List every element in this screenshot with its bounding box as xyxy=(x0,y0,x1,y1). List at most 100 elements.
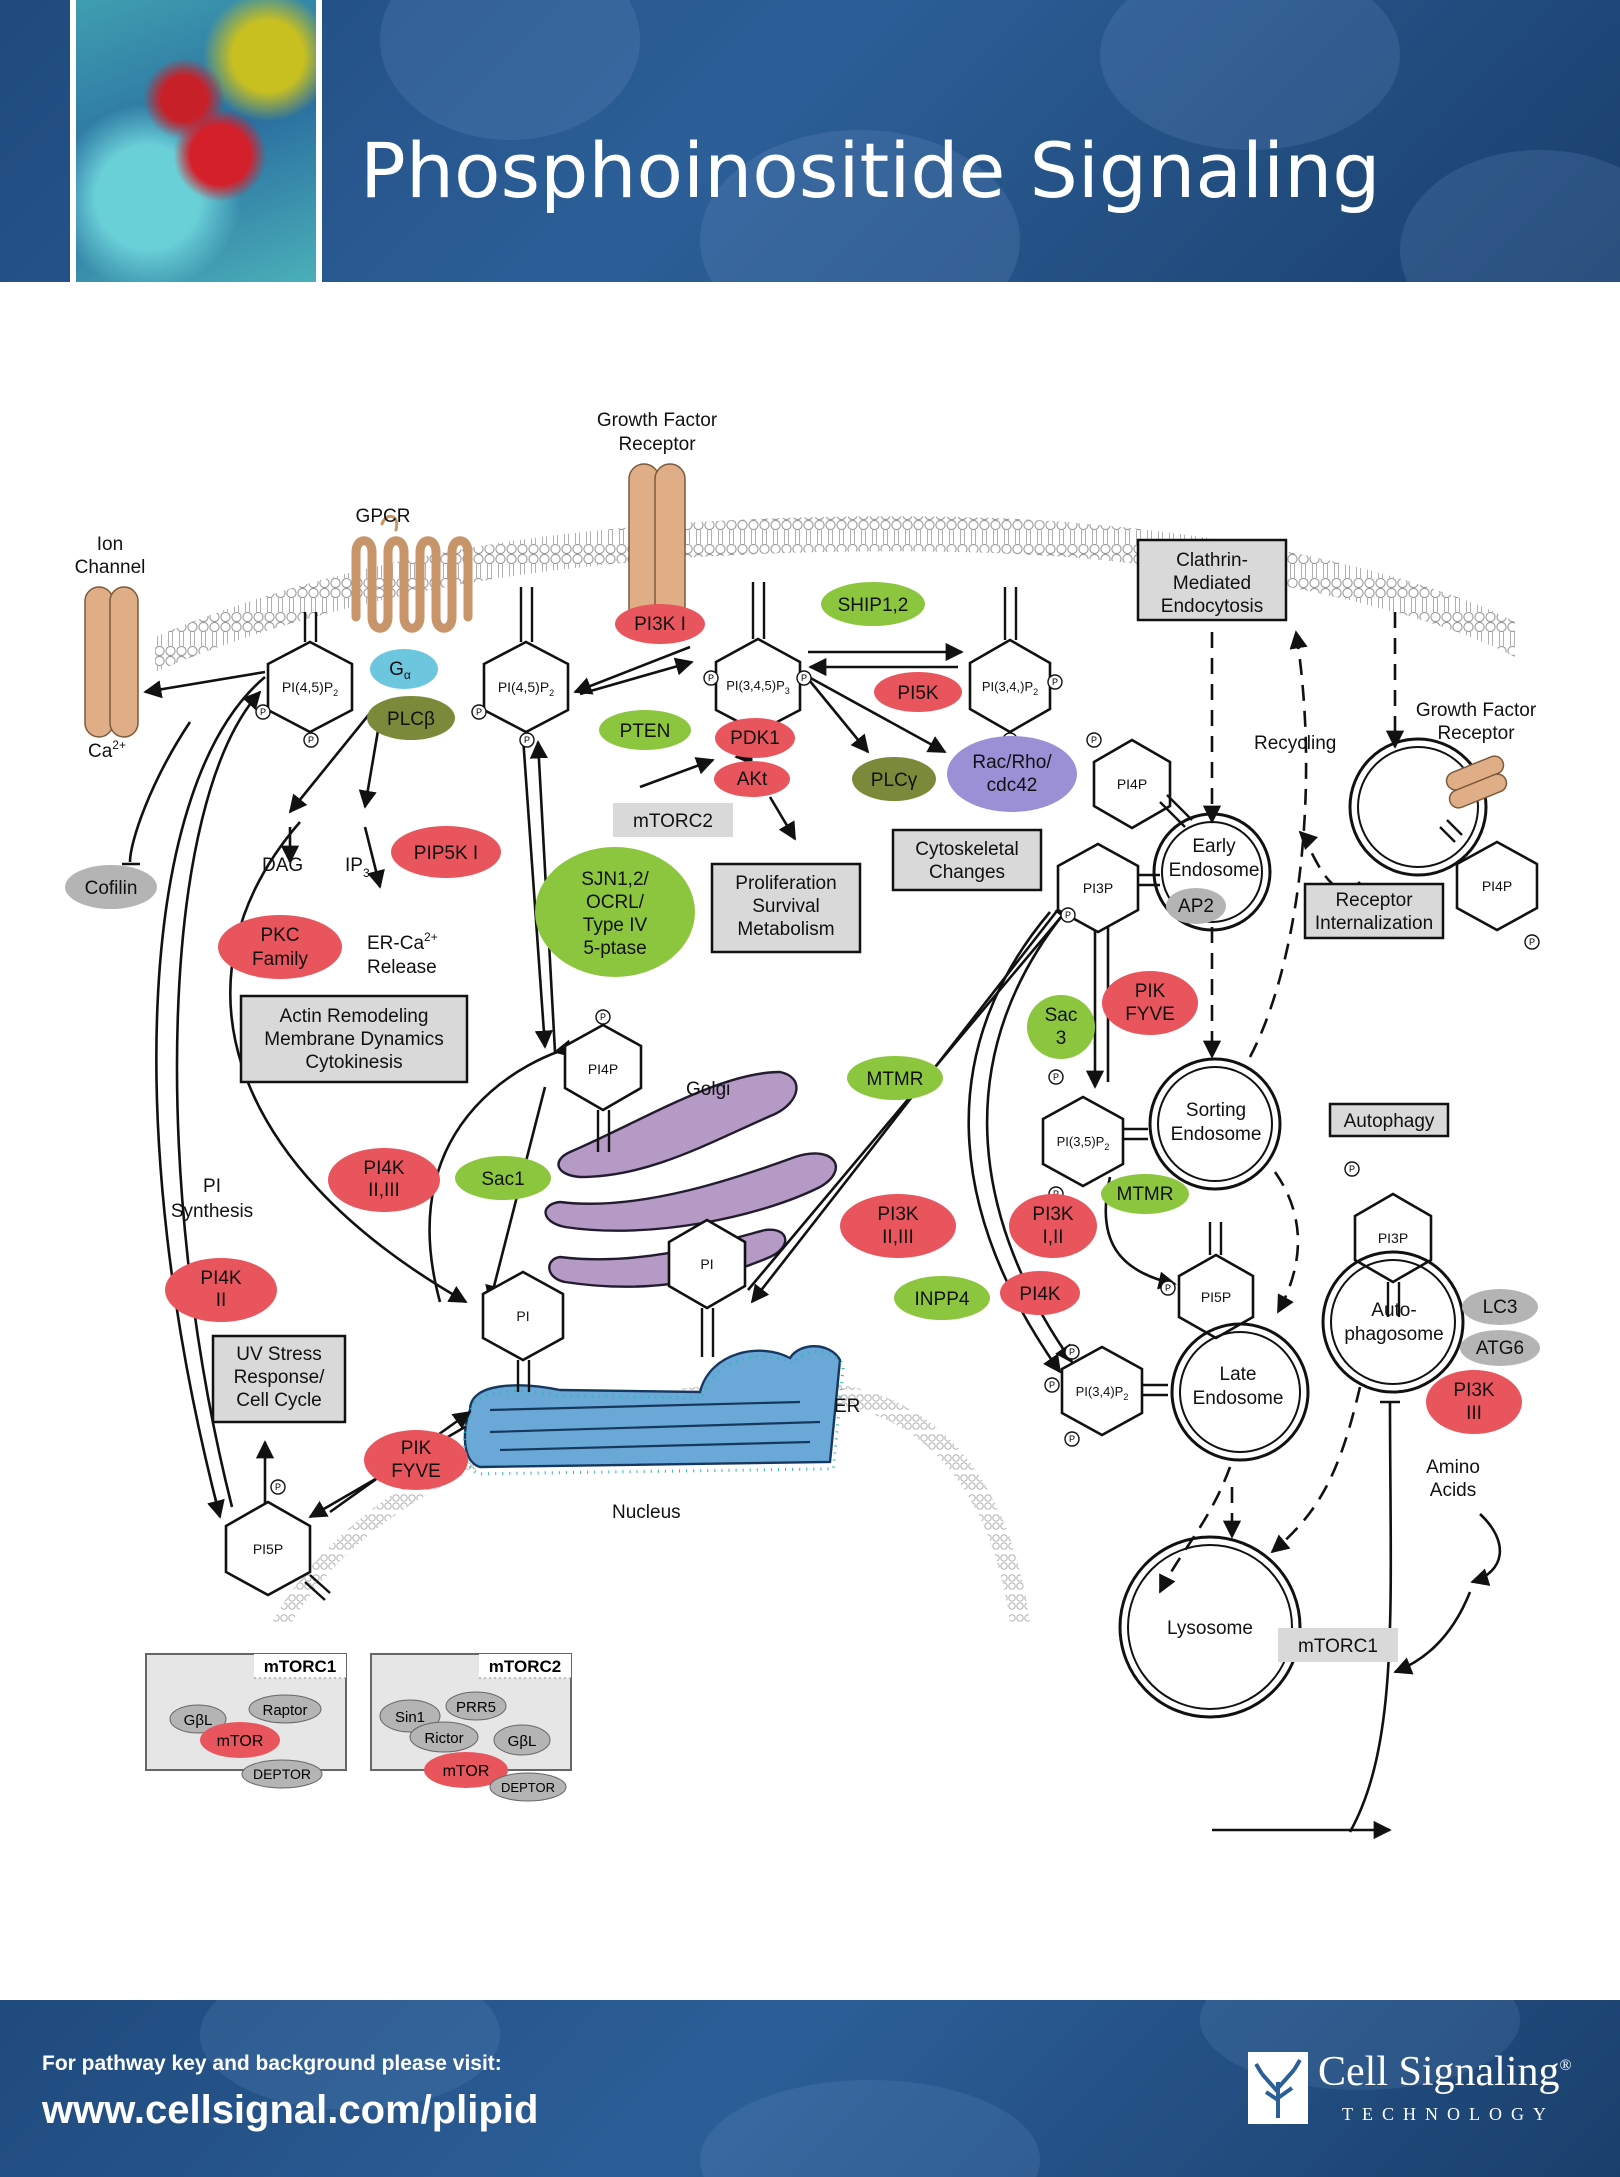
early-endosome-label: Endosome xyxy=(1169,860,1260,881)
pi3p-label: PI3P xyxy=(1083,880,1113,896)
svg-text:UV Stress: UV Stress xyxy=(236,1344,322,1365)
mtorc1-title: mTORC1 xyxy=(264,1657,336,1676)
svg-text:I,II: I,II xyxy=(1042,1227,1063,1248)
svg-text:Gα: Gα xyxy=(389,659,411,682)
pi45p2-mid-hexagon xyxy=(482,640,570,734)
pi5p-right-hexagon xyxy=(1177,1253,1255,1340)
mtorc1-lysosome-node: mTORC1 xyxy=(1278,1628,1398,1662)
svg-text:PIK: PIK xyxy=(1135,981,1166,1002)
pi4p-label: PI4P xyxy=(1482,878,1512,894)
deptor-label: DEPTOR xyxy=(253,1766,311,1782)
compartments xyxy=(1118,737,1488,1719)
gbl-label: GβL xyxy=(184,1712,213,1729)
svg-text:PI4K: PI4K xyxy=(363,1158,405,1179)
svg-text:Metabolism: Metabolism xyxy=(737,919,834,940)
svg-text:PI3K: PI3K xyxy=(1453,1380,1495,1401)
svg-text:SJN1,2/: SJN1,2/ xyxy=(581,869,649,890)
akt-node: AKt xyxy=(714,761,790,797)
pi4p-label: PI4P xyxy=(588,1061,618,1077)
header-banner: Phosphoinositide Signaling xyxy=(0,0,1620,282)
rictor-label: Rictor xyxy=(424,1730,463,1747)
svg-text:PI5K: PI5K xyxy=(897,683,939,704)
growth-factor-receptor-label: Receptor xyxy=(618,434,696,455)
growth-factor-receptor-right-label: Growth Factor xyxy=(1416,700,1537,721)
pi345p3-label: PI(3,4,5)P3 xyxy=(726,678,790,696)
svg-text:P: P xyxy=(1053,1072,1059,1082)
svg-text:PLCβ: PLCβ xyxy=(387,709,435,730)
svg-text:cdc42: cdc42 xyxy=(987,775,1038,796)
pi-label: PI xyxy=(516,1308,529,1324)
plipid-url-link[interactable]: www.cellsignal.com/plipid xyxy=(42,2088,539,2132)
late-endosome-label: Endosome xyxy=(1193,1388,1284,1409)
gpcr-label: GPCR xyxy=(356,506,411,527)
pi5p-label: PI5P xyxy=(253,1541,283,1557)
lysosome-label: Lysosome xyxy=(1167,1618,1253,1639)
pi34p2-label: PI(3,4,)P2 xyxy=(982,679,1038,697)
svg-text:Internalization: Internalization xyxy=(1315,913,1433,934)
svg-text:Autophagy: Autophagy xyxy=(1344,1111,1435,1132)
ion-channel xyxy=(84,586,139,738)
pi34p2-label: PI(3,4)P2 xyxy=(1076,1384,1129,1402)
pi3p-auto-hexagon xyxy=(1353,1192,1433,1284)
ion-channel-label: Channel xyxy=(75,557,146,578)
svg-text:mTORC1: mTORC1 xyxy=(1298,1636,1378,1657)
gbl-label: GβL xyxy=(508,1733,537,1750)
svg-text:ATG6: ATG6 xyxy=(1476,1338,1524,1359)
calcium-label: Ca2+ xyxy=(88,738,126,762)
svg-text:PLCγ: PLCγ xyxy=(871,770,918,791)
page-title: Phosphoinositide Signaling xyxy=(360,126,1381,215)
svg-text:Type IV: Type IV xyxy=(583,915,648,936)
pi35p2-label: PI(3,5)P2 xyxy=(1057,1134,1110,1152)
rac-node: Rac/Rho/cdc42 xyxy=(947,736,1077,812)
mtorc2-mid-node: mTORC2 xyxy=(613,803,733,837)
amino-acids-label: Acids xyxy=(1430,1480,1476,1501)
svg-text:INPP4: INPP4 xyxy=(915,1289,970,1310)
svg-text:Rac/Rho/: Rac/Rho/ xyxy=(972,752,1052,773)
svg-text:Endocytosis: Endocytosis xyxy=(1161,596,1263,617)
mtmr-mid-node: MTMR xyxy=(847,1056,943,1100)
pdk1-node: PDK1 xyxy=(715,718,795,758)
mtor-label: mTOR xyxy=(217,1733,264,1750)
svg-text:PI4K: PI4K xyxy=(1019,1284,1061,1305)
amino-acid-arrows xyxy=(1393,1513,1502,1675)
pi34p2-top-hexagon xyxy=(968,638,1052,734)
svg-text:Cell Cycle: Cell Cycle xyxy=(236,1390,322,1411)
early-endosome-label: Early xyxy=(1192,836,1236,857)
ip3-label: IP3 xyxy=(345,855,370,880)
pathway-diagram: Growth Factor Receptor GPCR Ion Channel … xyxy=(0,282,1620,2000)
svg-text:P: P xyxy=(1065,910,1071,920)
sorting-endosome-label: Endosome xyxy=(1171,1124,1262,1145)
svg-text:Receptor: Receptor xyxy=(1335,890,1413,911)
svg-text:LC3: LC3 xyxy=(1483,1297,1518,1318)
pi34p2-lower-hexagon xyxy=(1060,1345,1144,1437)
svg-text:PI4K: PI4K xyxy=(200,1268,242,1289)
svg-text:OCRL/: OCRL/ xyxy=(586,892,645,913)
pi5p-left-hexagon xyxy=(224,1500,312,1597)
pi-er-hexagon xyxy=(667,1218,747,1310)
cst-logo-icon xyxy=(1248,2052,1308,2124)
svg-text:Response/: Response/ xyxy=(234,1367,326,1388)
pi3p-hexagon xyxy=(1056,842,1140,934)
svg-text:P: P xyxy=(1529,937,1535,947)
svg-text:Cytokinesis: Cytokinesis xyxy=(305,1052,402,1073)
svg-text:P: P xyxy=(308,735,314,745)
pi3k-i-node: PI3K I xyxy=(615,604,705,644)
svg-text:PI3K: PI3K xyxy=(1032,1204,1074,1225)
raptor-label: Raptor xyxy=(262,1702,307,1719)
pi4k-right-node: PI4K xyxy=(1000,1271,1080,1315)
sac1-node: Sac1 xyxy=(455,1156,551,1200)
svg-text:P: P xyxy=(801,673,807,683)
visit-text: For pathway key and background please vi… xyxy=(42,2052,502,2075)
mtmr-right-node: MTMR xyxy=(1101,1174,1189,1214)
pi35p2-hexagon xyxy=(1041,1095,1125,1188)
pi4p-label: PI4P xyxy=(1117,776,1147,792)
sorting-endosome-label: Sorting xyxy=(1186,1100,1246,1121)
svg-text:Membrane Dynamics: Membrane Dynamics xyxy=(264,1029,444,1050)
g-alpha-node: Gα xyxy=(370,649,438,689)
